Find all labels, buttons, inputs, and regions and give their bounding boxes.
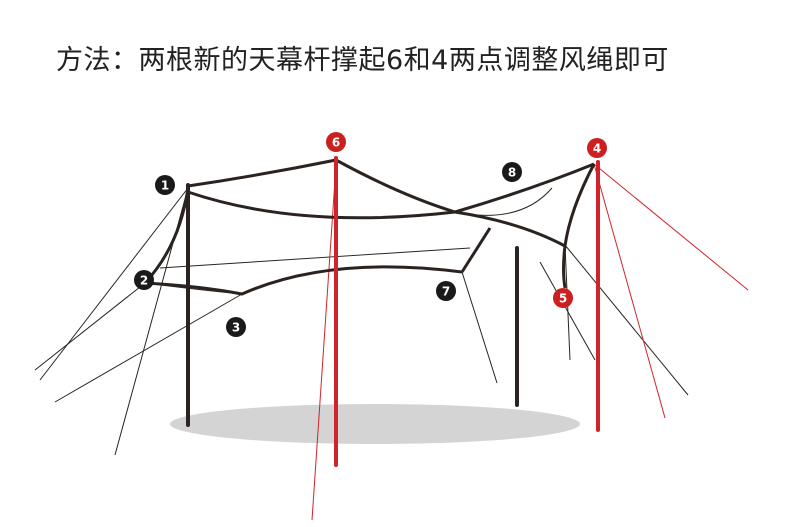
marker-4: 4 [587,138,607,158]
marker-8: 8 [502,162,522,182]
marker-5: 5 [553,288,573,308]
red-poles [334,156,600,467]
tarp-outline [143,158,596,296]
marker-7: 7 [436,281,456,301]
red-guy-lines [311,163,749,521]
ground-shadow [170,404,580,444]
marker-3: 3 [226,317,246,337]
marker-2-label: 2 [140,274,148,288]
marker-1: 1 [155,175,175,195]
marker-3-label: 3 [232,321,240,335]
black-poles [186,183,519,427]
marker-8-label: 8 [508,166,516,180]
marker-6: 6 [326,132,346,152]
marker-2: 2 [134,270,154,290]
marker-4-label: 4 [593,142,601,156]
marker-5-label: 5 [559,292,567,306]
marker-1-label: 1 [161,179,169,193]
marker-6-label: 6 [332,136,340,150]
tarp-fold [454,187,553,216]
tarp-corner-curve [144,282,243,295]
page-title: 方法：两根新的天幕杆撑起6和4两点调整风绳即可 [56,45,669,76]
marker-7-label: 7 [442,285,450,299]
